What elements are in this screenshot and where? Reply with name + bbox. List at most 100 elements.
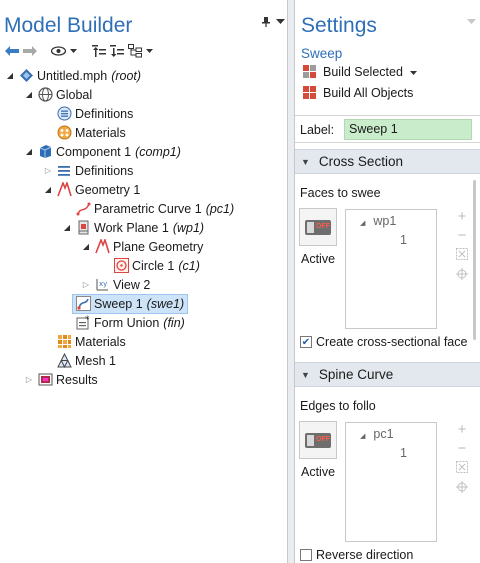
zoom-selection-icon[interactable]	[455, 268, 469, 283]
forward-arrow-icon[interactable]	[22, 43, 37, 59]
edges-selection-list[interactable]: ◢pc1 1	[345, 422, 437, 542]
tree-node-global[interactable]: ◢ Global	[23, 85, 92, 104]
zoom-selection-icon[interactable]	[455, 481, 469, 496]
selection-tools: + −	[455, 208, 469, 283]
tree-node-plane-geometry[interactable]: ◢ Plane Geometry	[80, 237, 203, 256]
svg-text:*: *	[85, 315, 90, 325]
tree-node-work-plane[interactable]: ◢ Work Plane 1 (wp1)	[61, 218, 204, 237]
model-builder-toolbar	[4, 42, 153, 60]
clear-selection-icon[interactable]	[455, 461, 469, 476]
tree-node-global-definitions[interactable]: Definitions	[42, 104, 133, 123]
tree-node-view[interactable]: ▷ xy View 2	[80, 275, 150, 294]
remove-icon[interactable]: −	[457, 227, 467, 244]
cross-section-header[interactable]: ▼ Cross Section	[295, 149, 480, 174]
tree-node-label: Geometry 1	[75, 182, 141, 197]
tree-node-root[interactable]: ◢ Untitled.mph (root)	[4, 66, 141, 85]
list-item[interactable]: ◢pc1	[360, 427, 394, 441]
collapsed-arrow-icon[interactable]: ▷	[44, 166, 52, 175]
add-icon[interactable]: +	[457, 208, 467, 225]
panel-splitter[interactable]	[288, 0, 295, 563]
add-icon[interactable]: +	[457, 421, 467, 438]
collapsed-arrow-icon[interactable]: ▷	[25, 375, 33, 384]
settings-subtitle: Sweep	[301, 46, 343, 61]
show-dropdown-icon[interactable]	[69, 43, 77, 59]
list-item[interactable]: 1	[400, 446, 407, 460]
tree-node-global-materials[interactable]: Materials	[42, 123, 126, 142]
expanded-arrow-icon[interactable]: ◢	[25, 90, 33, 99]
create-cross-sectional-faces-checkbox[interactable]: ✔ Create cross-sectional face	[300, 335, 467, 349]
tree-node-component-definitions[interactable]: ▷ Definitions	[42, 161, 133, 180]
pin-icon[interactable]	[262, 17, 270, 30]
expanded-arrow-icon[interactable]: ◢	[63, 223, 71, 232]
build-all-icon	[303, 86, 317, 100]
tree-node-results[interactable]: ▷ Results	[23, 370, 98, 389]
back-arrow-icon[interactable]	[4, 43, 19, 59]
list-item[interactable]: 1	[400, 233, 407, 247]
off-toggle-icon: OFF	[305, 219, 331, 235]
tree-node-tag: (comp1)	[135, 144, 181, 159]
tree-node-form-union[interactable]: * Form Union (fin)	[61, 313, 185, 332]
minimize-icon[interactable]	[467, 17, 476, 29]
view-icon: xy	[94, 277, 110, 293]
tree-node-label: Component 1	[56, 144, 132, 159]
tree-node-mesh[interactable]: Mesh 1	[42, 351, 116, 370]
settings-title: Settings	[301, 14, 377, 37]
parametric-curve-icon	[75, 201, 91, 217]
spine-curve-header[interactable]: ▼ Spine Curve	[295, 362, 480, 387]
active-toggle-button[interactable]: OFF	[299, 421, 337, 459]
show-icon[interactable]	[51, 43, 66, 59]
reverse-direction-checkbox[interactable]: Reverse direction	[300, 548, 413, 562]
build-selected-dropdown-icon[interactable]	[409, 65, 417, 79]
section-expanded-icon: ▼	[301, 369, 310, 380]
tree-node-label: Form Union	[94, 315, 160, 330]
tree-node-label: Materials	[75, 334, 126, 349]
plane-geometry-icon	[94, 239, 110, 255]
list-item[interactable]: ◢wp1	[360, 214, 397, 228]
tree-options-icon[interactable]	[127, 43, 142, 59]
tree-node-circle[interactable]: Circle 1 (c1)	[99, 256, 200, 275]
tree-node-geometry[interactable]: ◢ Geometry 1	[42, 180, 140, 199]
build-selected-icon	[303, 65, 317, 79]
checkbox-checked-icon[interactable]: ✔	[300, 336, 312, 348]
active-label: Active	[301, 465, 336, 479]
tree-node-label: Definitions	[75, 106, 134, 121]
build-all-objects-button[interactable]: Build All Objects	[303, 86, 413, 100]
tree-node-parametric-curve[interactable]: Parametric Curve 1 (pc1)	[61, 199, 234, 218]
checkbox-label: Reverse direction	[316, 548, 414, 562]
minimize-icon[interactable]	[276, 17, 285, 30]
expanded-arrow-icon[interactable]: ◢	[25, 147, 33, 156]
tree-node-component-materials[interactable]: Materials	[42, 332, 126, 351]
spine-curve-title: Spine Curve	[318, 367, 394, 382]
tree-options-dropdown-icon[interactable]	[145, 43, 153, 59]
expanded-arrow-icon[interactable]: ◢	[44, 185, 52, 194]
label-row: Label: Sweep 1	[295, 115, 480, 143]
selection-tools: + −	[455, 421, 469, 496]
component-icon	[37, 144, 53, 160]
vertical-scrollbar[interactable]	[473, 180, 476, 340]
checkbox-unchecked-icon[interactable]	[300, 549, 312, 561]
collapse-icon[interactable]	[91, 43, 106, 59]
tree-node-component[interactable]: ◢ Component 1 (comp1)	[23, 142, 181, 161]
expand-icon[interactable]	[109, 43, 124, 59]
build-selected-label: Build Selected	[323, 65, 403, 79]
tree-node-label: Sweep 1	[94, 296, 143, 311]
active-toggle-button[interactable]: OFF	[299, 208, 337, 246]
mesh-icon	[56, 353, 72, 369]
tree-node-sweep[interactable]: Sweep 1 (swe1)	[61, 293, 189, 314]
collapsed-arrow-icon[interactable]: ▷	[82, 280, 90, 289]
panel-title-controls	[262, 17, 285, 30]
clear-selection-icon[interactable]	[455, 248, 469, 263]
geometry-icon	[56, 182, 72, 198]
label-input[interactable]: Sweep 1	[344, 119, 472, 140]
expanded-arrow-icon[interactable]: ◢	[82, 242, 90, 251]
expanded-arrow-icon: ◢	[360, 433, 366, 440]
remove-icon[interactable]: −	[457, 440, 467, 457]
tree-node-label: Untitled.mph	[37, 68, 108, 83]
expanded-arrow-icon[interactable]: ◢	[6, 71, 14, 80]
selected-highlight[interactable]: Sweep 1 (swe1)	[71, 293, 189, 314]
build-selected-button[interactable]: Build Selected	[303, 65, 417, 79]
tree-node-label: Results	[56, 372, 98, 387]
tree-node-label: Mesh 1	[75, 353, 116, 368]
faces-selection-list[interactable]: ◢wp1 1	[345, 209, 437, 329]
sweep-icon	[75, 296, 91, 312]
